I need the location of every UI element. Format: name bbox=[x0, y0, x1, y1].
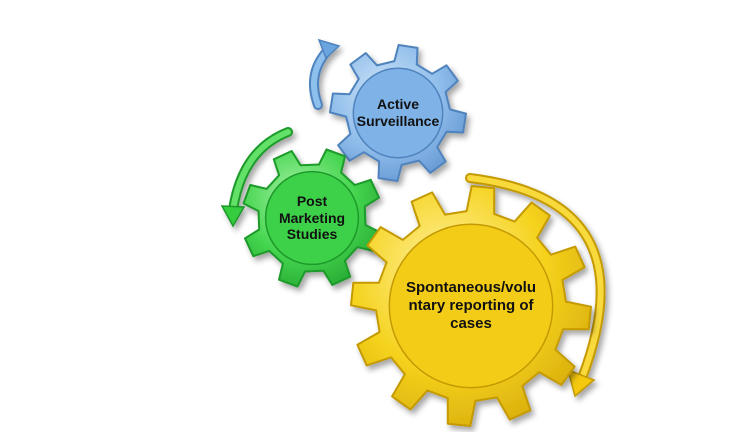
gear-hub-active-surveillance bbox=[352, 67, 444, 159]
arrow-green bbox=[220, 127, 293, 228]
gear-hub-post-marketing-studies bbox=[264, 170, 360, 266]
gear-hub-spontaneous-reporting bbox=[388, 223, 554, 389]
gear-active-surveillance bbox=[329, 44, 467, 182]
arrow-blue bbox=[309, 38, 341, 110]
gear-spontaneous-reporting bbox=[350, 185, 592, 427]
arrow-yellow bbox=[465, 173, 606, 398]
gear-post-marketing-studies bbox=[242, 148, 382, 288]
